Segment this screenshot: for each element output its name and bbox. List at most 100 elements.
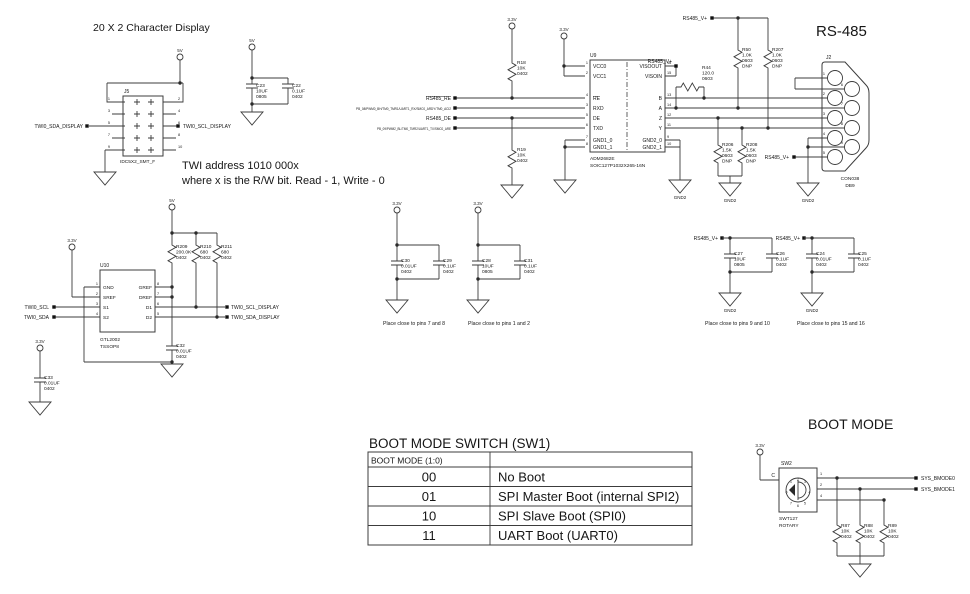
db9-pin-9 (844, 139, 860, 155)
db9-pin-5 (827, 149, 843, 165)
r209-ref: R209 (176, 244, 188, 250)
junction-dot (736, 16, 740, 20)
net-square (914, 487, 918, 491)
cap-pkg: 0402 (858, 262, 869, 268)
junction-dot (395, 243, 399, 247)
junction-dot (170, 285, 174, 289)
r207-ref: R207 (772, 47, 784, 53)
lcd-connector-body (122, 95, 164, 157)
svg-text:1: 1 (96, 282, 98, 286)
cap-ref: C27 (734, 251, 743, 257)
u10-pin-labels: GND SREF S1 S2 GREF DREF D1 D2 1 2 3 4 8… (96, 282, 159, 321)
svg-text:8: 8 (157, 282, 159, 286)
svg-text:Z: Z (659, 116, 662, 122)
decoupling-block-2: 3.3V C28 10UF 0805 C31 0.1UF 0402 Place … (466, 201, 537, 327)
ground-symbol (93, 171, 117, 186)
j2-ref: J2 (826, 55, 832, 61)
u9-part: ADM2682E (590, 156, 615, 162)
svg-text:13: 13 (667, 93, 671, 97)
cap-ref: C28 (482, 258, 491, 264)
svg-text:5: 5 (157, 312, 159, 316)
net-label-rs485-de: RS485_DE (426, 116, 452, 122)
wires-lcd (89, 60, 184, 172)
r208-ref: R208 (746, 142, 758, 148)
boot-table-rows: 00 No Boot 01 SPI Master Boot (internal … (422, 470, 680, 544)
table-cell-desc: SPI Slave Boot (SPI0) (498, 509, 626, 524)
r19-pkg: 0402 (517, 158, 528, 164)
twi-address-note-1: TWI address 1010 000x (182, 160, 299, 172)
resistor-r88 (855, 519, 865, 549)
ground-symbol (796, 182, 820, 197)
r206-ref: R206 (722, 142, 734, 148)
net-square (710, 16, 714, 20)
r208-val: 1.5K (746, 148, 757, 154)
ground-symbol (553, 179, 577, 194)
net-label-twi0-scl: TWI0_SCL (25, 305, 50, 311)
svg-text:6: 6 (841, 83, 843, 87)
junction-dot (766, 126, 770, 130)
resistor-r44 (675, 82, 705, 92)
r50-val: 1.0K (742, 53, 753, 59)
net-label-rs485-vplus: RS485_V+ (765, 155, 789, 161)
net-label-rs485-vplus: RS485_V+ (776, 236, 800, 242)
cap-val: 0.1UF (858, 257, 871, 263)
svg-text:3: 3 (823, 112, 825, 116)
u9-body (589, 59, 666, 153)
junction-dot (250, 102, 254, 106)
section-boot-mode: BOOT MODE 3.3V SW2 SWT127 ROTARY C 1 2 4… (755, 416, 955, 578)
junction-dot (858, 487, 862, 491)
cap-ref: C30 (401, 258, 410, 264)
power-symbol-3v3 (474, 206, 482, 214)
resistor-r18 (507, 57, 517, 87)
c33-pkg: 0402 (44, 386, 55, 392)
r211-val: 680 (221, 250, 229, 256)
u10-body (99, 269, 156, 333)
j2-part: CON038 (841, 176, 860, 182)
svg-text:1: 1 (108, 97, 110, 101)
ground-label-gnd2: GND2 (724, 198, 737, 203)
net-square (225, 305, 229, 309)
svg-text:VISOOUT: VISOOUT (639, 64, 662, 70)
r88-ref: R88 (864, 523, 873, 529)
cap-val: 0.01UF (401, 264, 417, 270)
r208-pkg: 0603 (746, 153, 757, 159)
rotary-switch-body (778, 467, 818, 513)
junction-dot (510, 116, 514, 120)
r89-val: 10K (888, 529, 897, 535)
net-label-rs485-vplus: RS485_V+ (648, 59, 672, 65)
svg-text:GND2_0: GND2_0 (643, 138, 663, 144)
rs485-section-title: RS-485 (816, 23, 867, 40)
net-square (225, 315, 229, 319)
cap-val: 10UF (482, 264, 494, 270)
junction-dot (736, 106, 740, 110)
db9-pin-3 (827, 110, 843, 126)
cap-pkg: 0805 (734, 262, 745, 268)
c23-val: 10UF (256, 89, 268, 95)
boot-table-grid (368, 452, 692, 545)
lcd-connector-part: IDC5X2_SMT_F (120, 159, 155, 165)
power-symbol-5v (176, 53, 184, 61)
cap-val: 0.1UF (776, 257, 789, 263)
wires-lcd-decoupling (251, 50, 289, 112)
resistor-r87 (832, 519, 842, 549)
svg-text:RE: RE (593, 96, 601, 102)
power-label-3v3: 3.3V (35, 339, 44, 344)
db9-pin-8 (844, 120, 860, 136)
placement-note: Place close to pins 7 and 8 (383, 321, 445, 327)
r207-pkg: 0603 (772, 58, 783, 64)
r211-pkg: 0402 (221, 255, 232, 261)
ground-label-gnd2: GND2 (674, 195, 687, 200)
cap-pkg: 0402 (443, 269, 454, 275)
svg-text:11: 11 (667, 123, 671, 127)
svg-text:6: 6 (586, 123, 588, 127)
junction-dot (194, 231, 198, 235)
svg-text:1: 1 (790, 480, 792, 484)
resistor-r19 (507, 144, 517, 174)
svg-text:2: 2 (178, 97, 180, 101)
lcd-connector-ref: J5 (124, 89, 130, 95)
wires-twi (54, 210, 225, 364)
svg-text:8: 8 (178, 133, 180, 137)
r19-ref: R19 (517, 147, 526, 153)
twi-address-note-2: where x is the R/W bit. Read - 1, Write … (181, 175, 385, 187)
